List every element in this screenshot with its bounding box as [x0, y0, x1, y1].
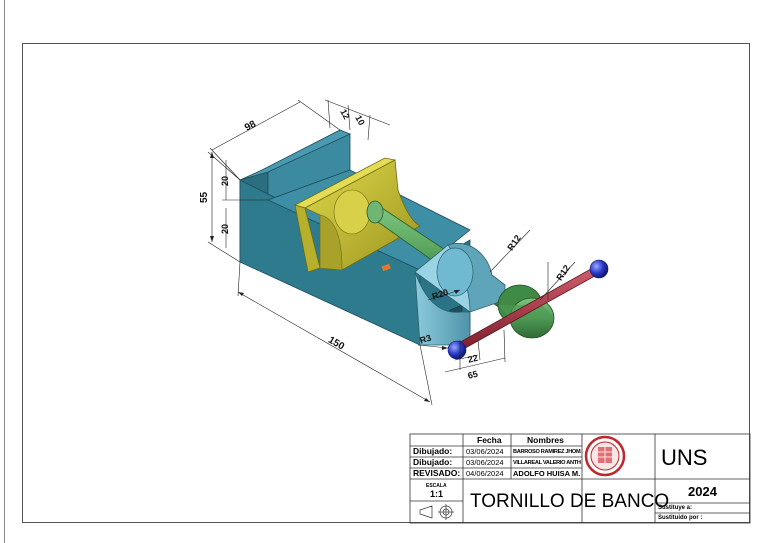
title-block-grid: [409, 433, 751, 524]
row-3-date: 04/06/2024: [466, 469, 504, 478]
institution-name: UNS: [661, 445, 708, 470]
dim-55: 55: [199, 191, 210, 203]
dim-150: 150: [326, 335, 346, 353]
row-2-name: VILLAREAL VALERIO ANTHONY S.: [513, 460, 581, 466]
dim-r3: R3: [418, 333, 432, 346]
row-2-label: Dibujado:: [413, 458, 453, 467]
col-nombres: Nombres: [527, 436, 564, 445]
dim-20-upper: 20: [220, 176, 230, 186]
dim-98: 98: [243, 119, 258, 134]
escala-label: ESCALA: [426, 483, 447, 489]
row-3-name: ADOLFO HUISA M.: [513, 469, 581, 478]
dim-r12-top: R12: [505, 233, 523, 252]
university-seal-icon: [584, 435, 626, 477]
dim-20-lower: 20: [220, 224, 230, 234]
row-1-label: Dibujado:: [413, 447, 453, 456]
dimension-lines: [207, 99, 576, 406]
dim-12: 12: [338, 107, 352, 121]
fixed-jaw-plate: [293, 157, 421, 273]
handle-ball-right: [589, 259, 609, 279]
sustituye-label: Sustituye a:: [658, 505, 693, 511]
drawing-year: 2024: [688, 484, 717, 499]
dim-r20: R20: [431, 287, 450, 302]
row-1-date: 03/06/2024: [466, 447, 504, 456]
row-1-name: BARROSO RAMIREZ JHOMAR E.: [513, 449, 581, 455]
sustituido-label: Sustituido por :: [658, 515, 703, 521]
pin: [381, 263, 391, 272]
sheet-edge: [4, 0, 5, 543]
dim-r12-right: R12: [554, 263, 572, 282]
col-fecha: Fecha: [477, 436, 502, 445]
dimension-arrows: [210, 152, 460, 402]
drawing-title: TORNILLO DE BANCO: [470, 491, 670, 512]
dim-65: 65: [467, 369, 479, 381]
handle-ball-left: [447, 340, 467, 360]
dim-22: 22: [467, 353, 479, 365]
dim-10: 10: [353, 113, 367, 127]
handle-bar: [447, 259, 609, 360]
row-3-label: REVISADO:: [413, 469, 461, 478]
row-2-date: 03/06/2024: [466, 458, 504, 467]
escala-value: 1:1: [430, 490, 444, 499]
moving-jaw: [414, 243, 506, 346]
drawing-frame: [22, 43, 750, 523]
projection-symbol-icon: [419, 504, 454, 520]
